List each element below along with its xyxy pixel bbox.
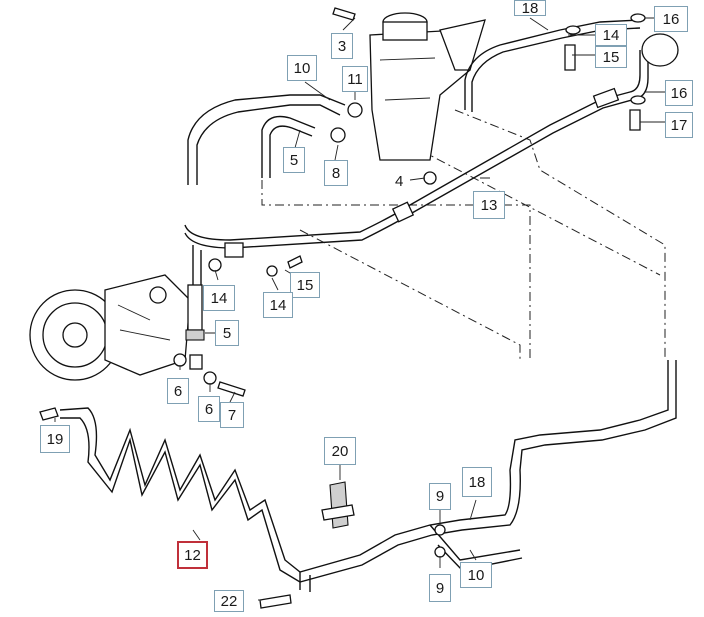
callout-6[interactable]: 6 [198, 396, 220, 422]
callout-3[interactable]: 3 [331, 33, 353, 59]
callout-13[interactable]: 13 [473, 191, 505, 219]
callout-10[interactable]: 10 [287, 55, 317, 81]
callout-8[interactable]: 8 [324, 160, 348, 186]
callout-14[interactable]: 14 [263, 292, 293, 318]
callout-14[interactable]: 14 [203, 285, 235, 311]
callout-5[interactable]: 5 [283, 147, 305, 173]
callout-9[interactable]: 9 [429, 574, 451, 602]
power-steering-pump [29, 274, 191, 381]
callout-6[interactable]: 6 [167, 378, 189, 404]
callout-16[interactable]: 16 [654, 6, 688, 32]
reservoir-tank [369, 12, 486, 161]
callout-14[interactable]: 14 [595, 24, 627, 46]
callout-20[interactable]: 20 [324, 437, 356, 465]
callout-11[interactable]: 11 [342, 66, 368, 92]
callout-16[interactable]: 16 [665, 80, 693, 106]
callout-10[interactable]: 10 [460, 562, 492, 588]
callout-18[interactable]: 18 [462, 467, 492, 497]
callout-15[interactable]: 15 [290, 272, 320, 298]
callout-12-selected[interactable]: 12 [177, 541, 208, 569]
callout-7[interactable]: 7 [220, 402, 244, 428]
callout-22[interactable]: 22 [214, 590, 244, 612]
part-label-4: 4 [395, 173, 404, 190]
callout-5[interactable]: 5 [215, 320, 239, 346]
callout-9[interactable]: 9 [429, 483, 451, 510]
callout-19[interactable]: 19 [40, 425, 70, 453]
callout-18[interactable]: 18 [514, 0, 546, 16]
callout-15[interactable]: 15 [595, 46, 627, 68]
callout-17[interactable]: 17 [665, 112, 693, 138]
